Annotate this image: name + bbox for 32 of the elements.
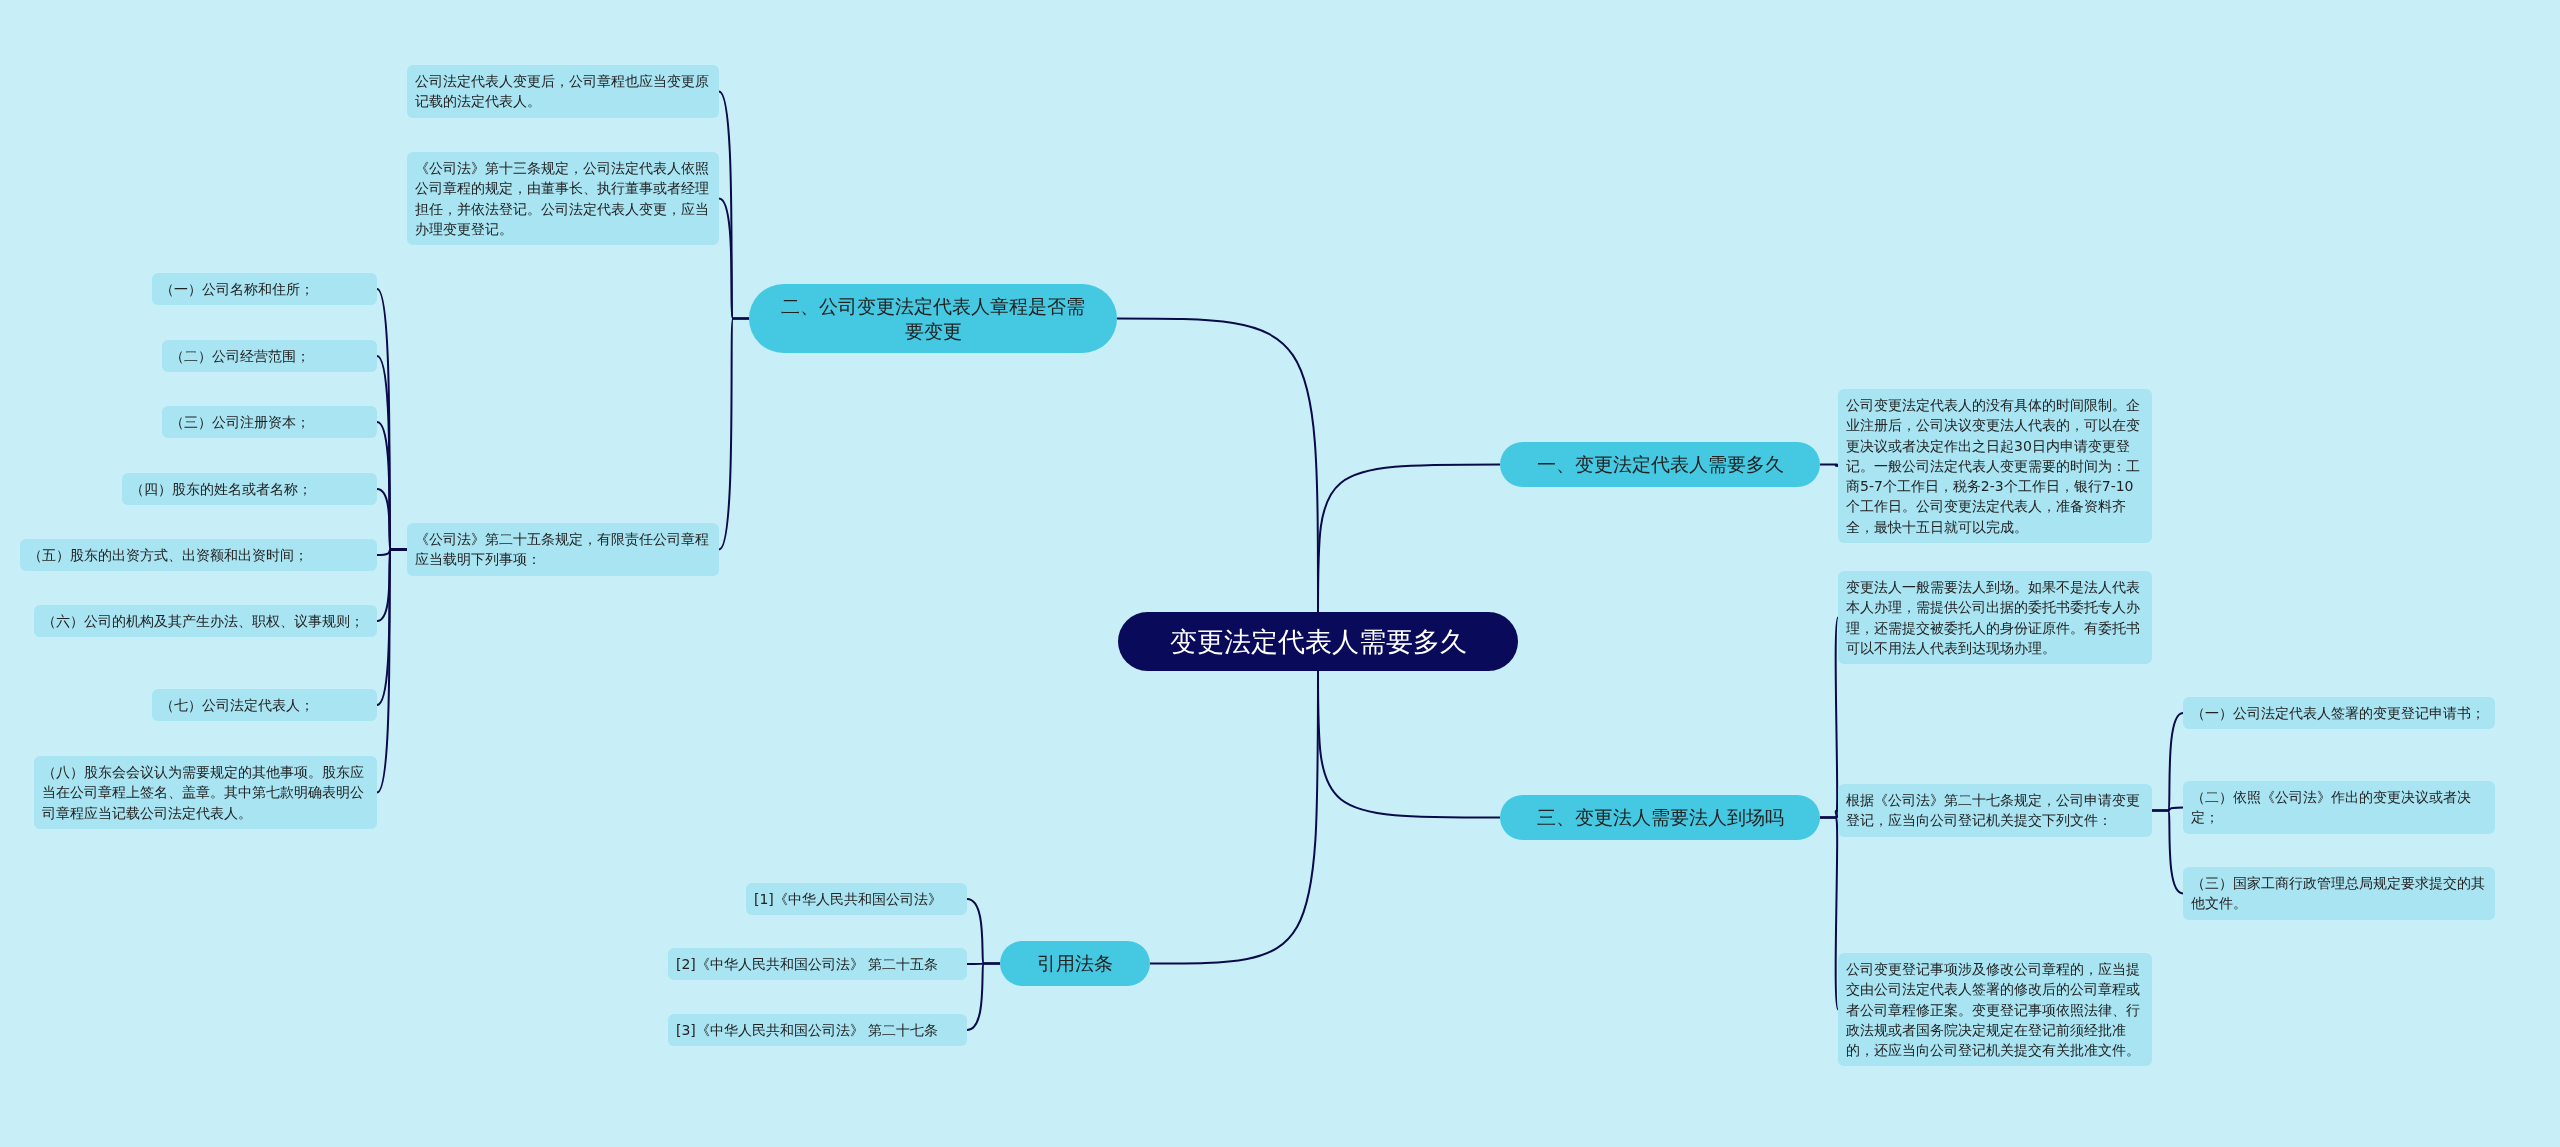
connector-line	[966, 962, 1001, 1031]
note-box: （八）股东会会议认为需要规定的其他事项。股东应当在公司章程上签名、盖章。其中第七款明确表明公司章程应当记载公司法定代表人。	[34, 756, 377, 829]
note-box: 《公司法》第十三条规定，公司法定代表人依照公司章程的规定，由董事长、执行董事或者经理担任，并依法登记。公司法定代表人变更，应当办理变更登记。	[407, 152, 719, 246]
note-box: 公司法定代表人变更后，公司章程也应当变更原记载的法定代表人。	[407, 65, 719, 118]
note-box: 根据《公司法》第二十七条规定，公司申请变更登记，应当向公司登记机关提交下列文件：	[1838, 784, 2152, 837]
branch-topic: 一、变更法定代表人需要多久	[1500, 442, 1820, 487]
note-box: [3]《中华人民共和国公司法》 第二十七条	[668, 1014, 967, 1047]
note-box: （一）公司法定代表人签署的变更登记申请书；	[2183, 697, 2495, 730]
branch-topic: 引用法条	[1000, 941, 1150, 986]
note-box: [2]《中华人民共和国公司法》 第二十五条	[668, 948, 967, 981]
note-box: （二）公司经营范围；	[162, 340, 377, 373]
branch-topic: 二、公司变更法定代表人章程是否需要变更	[749, 284, 1117, 354]
note-box: （五）股东的出资方式、出资额和出资时间；	[20, 539, 377, 572]
note-box: （三）国家工商行政管理总局规定要求提交的其他文件。	[2183, 867, 2495, 920]
note-box: 公司变更登记事项涉及修改公司章程的，应当提交由公司法定代表人签署的修改后的公司章程或者公司章程修正案。变更登记事项依照法律、行政法规或者国务院决定规定在登记前须经批准的，还应当向公司登记机关提交有关批准文件。	[1838, 953, 2152, 1067]
note-box: （一）公司名称和住所；	[152, 273, 377, 306]
note-box: 《公司法》第二十五条规定，有限责任公司章程应当载明下列事项：	[407, 523, 719, 576]
connector-line	[1819, 816, 1839, 1011]
note-box: （四）股东的姓名或者名称；	[122, 473, 377, 506]
note-box: （七）公司法定代表人；	[152, 689, 377, 722]
note-box: （二）依照《公司法》作出的变更决议或者决定；	[2183, 781, 2495, 834]
note-box: [1]《中华人民共和国公司法》	[746, 883, 967, 916]
connector-line	[2151, 809, 2184, 895]
connector-line	[718, 317, 750, 551]
note-box: （三）公司注册资本；	[162, 406, 377, 439]
note-box: 公司变更法定代表人的没有具体的时间限制。企业注册后，公司决议变更法人代表的，可以在变更决议或者决定作出之日起30日内申请变更登记。一般公司法定代表人变更需要的时间为：工商5-7个工作日，税务2-3个工作日，银行7-10个工作日。公司变更法定代表人，准备资料齐全，最快十五日就可以完成。	[1838, 389, 2152, 544]
note-box: （六）公司的机构及其产生办法、职权、议事规则；	[34, 605, 377, 638]
branch-topic: 三、变更法人需要法人到场吗	[1500, 795, 1820, 840]
central-topic: 变更法定代表人需要多久	[1118, 612, 1518, 672]
note-box: 变更法人一般需要法人到场。如果不是法人代表本人办理，需提供公司出据的委托书委托专人办理，还需提交被委托人的身份证原件。有委托书可以不用法人代表到达现场办理。	[1838, 571, 2152, 665]
connector-line	[376, 548, 408, 794]
connector-line	[1819, 463, 1839, 467]
